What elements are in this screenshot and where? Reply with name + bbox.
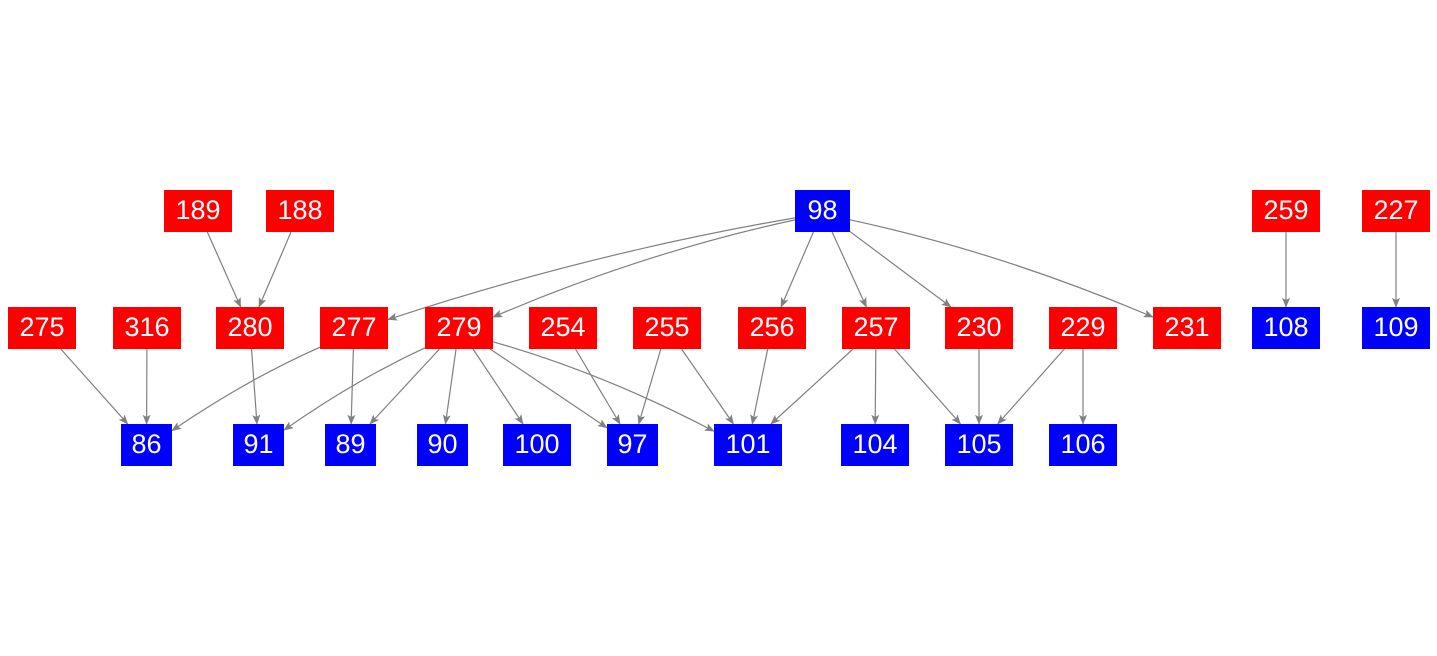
graph-edge-257-to-101	[770, 348, 854, 425]
graph-node-231[interactable]: 231	[1153, 307, 1221, 349]
graph-node-105[interactable]: 105	[945, 424, 1013, 466]
graph-edge-188-to-280	[258, 231, 292, 308]
graph-node-label: 109	[1373, 311, 1419, 342]
graph-node-101[interactable]: 101	[714, 424, 782, 466]
graph-node-label: 188	[277, 194, 323, 225]
graph-node-277[interactable]: 277	[320, 307, 388, 349]
graph-edge-279-to-90	[442, 348, 457, 425]
graph-node-label: 259	[1263, 194, 1309, 225]
graph-node-label: 275	[19, 311, 65, 342]
graph-node-100[interactable]: 100	[503, 424, 571, 466]
graph-edge-277-to-86	[171, 346, 321, 432]
graph-node-109[interactable]: 109	[1362, 307, 1430, 349]
graph-node-108[interactable]: 108	[1252, 307, 1320, 349]
graph-edge-256-to-101	[750, 348, 769, 425]
graph-node-label: 256	[749, 311, 795, 342]
graph-node-label: 231	[1164, 311, 1210, 342]
graph-node-label: 101	[725, 428, 771, 459]
graph-edge-254-to-97	[574, 348, 621, 425]
graph-node-91[interactable]: 91	[233, 424, 284, 466]
graph-edge-189-to-280	[206, 231, 242, 308]
graph-node-label: 254	[540, 311, 586, 342]
graph-node-188[interactable]: 188	[266, 190, 334, 232]
graph-node-label: 105	[956, 428, 1002, 459]
graph-edge-277-to-89	[347, 348, 356, 425]
graph-node-label: 90	[427, 428, 458, 459]
graph-node-label: 230	[956, 311, 1002, 342]
graph-edge-279-to-91	[283, 347, 426, 431]
graph-node-label: 89	[335, 428, 366, 459]
graph-node-89[interactable]: 89	[325, 424, 376, 466]
graph-node-label: 280	[227, 311, 273, 342]
graph-edge-98-to-257	[831, 231, 867, 308]
graph-node-98[interactable]: 98	[795, 190, 850, 232]
graph-node-86[interactable]: 86	[121, 424, 172, 466]
graph-edge-280-to-91	[250, 348, 261, 425]
graph-edge-275-to-86	[60, 348, 129, 425]
graph-node-230[interactable]: 230	[945, 307, 1013, 349]
graph-node-227[interactable]: 227	[1362, 190, 1430, 232]
graph-edge-98-to-231	[849, 219, 1154, 318]
graph-edge-279-to-101	[492, 341, 715, 432]
graph-node-259[interactable]: 259	[1252, 190, 1320, 232]
graph-edge-279-to-100	[472, 348, 524, 425]
graph-node-189[interactable]: 189	[164, 190, 232, 232]
graph-node-label: 279	[436, 311, 482, 342]
graph-edge-98-to-277	[387, 217, 796, 321]
graph-node-label: 277	[331, 311, 377, 342]
graph-node-label: 108	[1263, 311, 1309, 342]
graph-node-label: 106	[1060, 428, 1106, 459]
graph-node-316[interactable]: 316	[113, 307, 181, 349]
graph-node-label: 227	[1373, 194, 1419, 225]
graph-edge-255-to-97	[637, 348, 662, 425]
graph-node-label: 86	[131, 428, 162, 459]
graph-edge-229-to-105	[997, 348, 1065, 425]
graph-edge-257-to-105	[894, 348, 962, 425]
graph-node-label: 255	[644, 311, 690, 342]
graph-node-label: 104	[852, 428, 898, 459]
graph-edge-98-to-279	[492, 219, 796, 318]
graph-node-label: 98	[807, 194, 838, 225]
edge-group	[60, 217, 1400, 432]
graph-edge-279-to-89	[369, 348, 440, 425]
graph-node-104[interactable]: 104	[841, 424, 909, 466]
graph-node-97[interactable]: 97	[607, 424, 658, 466]
graph-node-256[interactable]: 256	[738, 307, 806, 349]
graph-node-257[interactable]: 257	[842, 307, 910, 349]
graph-node-275[interactable]: 275	[8, 307, 76, 349]
graph-node-label: 91	[243, 428, 274, 459]
graph-node-106[interactable]: 106	[1049, 424, 1117, 466]
graph-node-279[interactable]: 279	[425, 307, 493, 349]
graph-node-254[interactable]: 254	[529, 307, 597, 349]
graph-node-label: 97	[617, 428, 648, 459]
graph-node-label: 257	[853, 311, 899, 342]
graph-node-90[interactable]: 90	[417, 424, 468, 466]
graph-node-280[interactable]: 280	[216, 307, 284, 349]
graph-node-label: 229	[1060, 311, 1106, 342]
graph-node-255[interactable]: 255	[633, 307, 701, 349]
graph-node-label: 100	[514, 428, 560, 459]
graph-edge-98-to-230	[849, 231, 952, 308]
graph-edge-98-to-256	[780, 231, 814, 308]
graph-edge-279-to-97	[489, 348, 608, 429]
graph-edge-255-to-101	[681, 348, 734, 425]
graph-node-label: 189	[175, 194, 221, 225]
graph-node-229[interactable]: 229	[1049, 307, 1117, 349]
graph-node-label: 316	[124, 311, 170, 342]
graph-edge-257-to-104	[871, 348, 880, 425]
